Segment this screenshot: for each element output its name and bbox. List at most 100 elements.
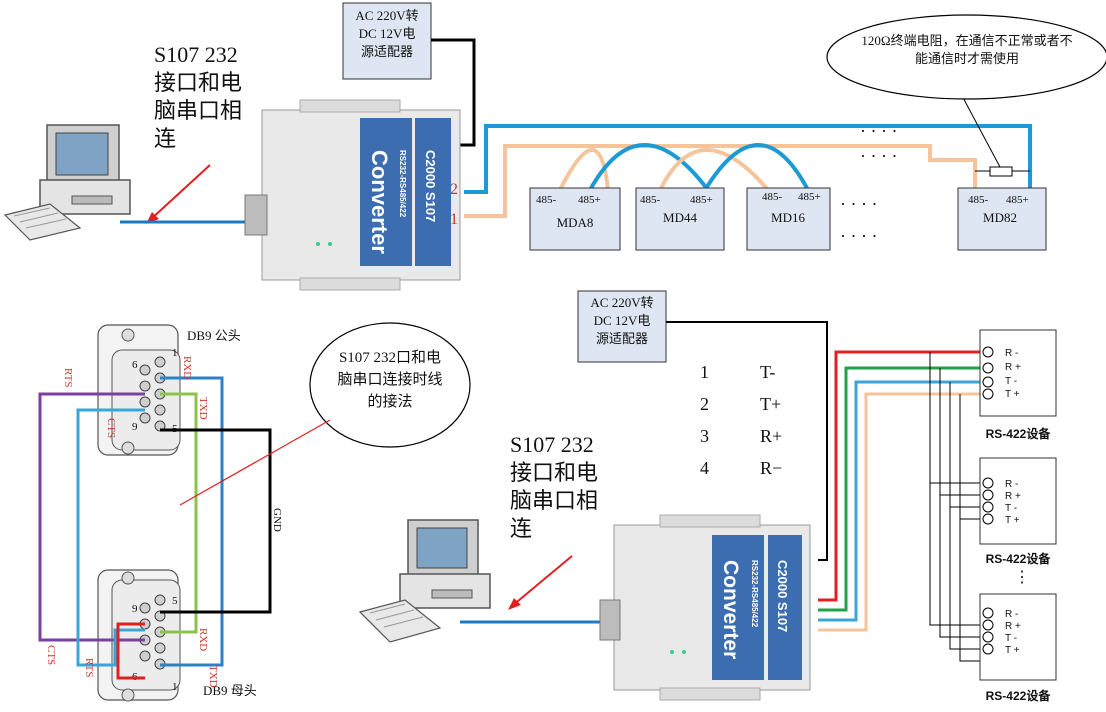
bottom-pc-label-1: S107 232 [510,432,594,457]
svg-text:R +: R + [1005,491,1021,502]
device-md44-name: MD44 [663,210,697,225]
svg-text:R -: R - [1005,609,1018,620]
svg-text:· · · ·: · · · · [840,194,877,214]
top-converter-name: Converter [367,150,392,254]
db9-rts-label: RTS [62,368,74,388]
top-pc-label-2: 接口和电 [154,70,242,95]
top-bus-wires [464,124,1032,218]
svg-text:T +: T + [1005,515,1020,526]
db9-female-pin5: 5 [172,595,178,607]
svg-text:· · · ·: · · · · [840,226,877,246]
top-power-adapter: AC 220V转 DC 12V电 源适配器 [342,2,432,80]
terminator-resistor [989,166,1013,177]
db9-note-2: 脑串口连接时线 [337,371,442,388]
db9-txd-label-female: TXD [207,665,219,688]
rs422-device-3: R - R + T - T + [979,593,1057,681]
db9-male-pin6: 6 [132,359,138,371]
svg-text:R -: R - [1005,348,1018,359]
rs422-device-1: R - R + T - T + [979,329,1057,417]
device-md82-t2: 485+ [1006,194,1029,206]
bottom-computer-icon [358,519,491,643]
bottom-pc-label-2: 接口和电 [510,460,598,485]
bottom-adapter-line-2: DC 12V电 [594,313,651,328]
rs422-device-3-label: RS-422设备 [986,688,1052,703]
db9-note-3: 的接法 [367,393,412,410]
terminator-note [826,14,1106,100]
device-md16-name: MD16 [771,210,805,225]
bottom-converter-sub: RS232-RS485/422 [750,560,759,628]
svg-text:T -: T - [1005,633,1017,644]
db9-rts-label-female: RTS [83,658,95,678]
device-md82-name: MD82 [983,210,1017,225]
device-md16: 485- 485+ MD16 [746,187,831,251]
top-converter-sub: RS232-RS485/422 [398,150,407,218]
top-pc-label-4: 连 [154,126,176,151]
svg-text:· · · ·: · · · · [860,146,897,166]
svg-text:R -: R - [1005,479,1018,490]
top-red-arrow [149,164,211,221]
device-md44: 485- 485+ MD44 [635,187,725,251]
svg-text:· · · ·: · · · · [860,121,897,141]
pin-map-num-1: 1 [700,362,709,382]
bottom-converter-name: Converter [719,560,742,659]
db9-female-connector [97,569,181,702]
terminator-note-2: 能通信时才需使用 [915,51,1019,66]
rs422-device-2: R - R + T - T + [979,457,1057,545]
device-md82-t1: 485- [968,194,989,206]
rs422-ellipsis: ⋮ [1014,569,1030,586]
top-power-cable [431,38,476,147]
db9-note-1: S107 232口和电 [339,349,441,366]
pin-map-num-2: 2 [700,394,709,414]
device-md44-t2: 485+ [690,194,713,206]
db9-female-pin9: 9 [132,603,138,615]
bottom-pc-label-3: 脑串口相 [510,488,598,513]
pin-map-sig-2: T+ [760,394,781,414]
bottom-adapter-line-3: 源适配器 [596,331,648,346]
pin-map-sig-4: R− [760,458,782,478]
db9-male-connector [97,324,181,456]
device-md16-t1: 485- [762,191,783,203]
device-mda8: 485- 485+ MDA8 [529,187,621,251]
top-port-2: 2 [450,181,458,198]
bottom-power-cable [666,321,828,561]
terminator-note-1: 120Ω终端电阻，在通信不正常或者不 [861,33,1072,48]
bottom-converter-model: C2000 S107 [775,560,790,632]
db9-note [309,322,471,448]
db9-gnd-label: GND [271,508,283,532]
db9-txd-label: TXD [197,397,209,420]
db9-rxd-label: RXD [181,356,193,379]
device-mda8-name: MDA8 [557,215,594,230]
bottom-pc-label-4: 连 [510,516,532,541]
db9-female-pin1: 1 [172,681,178,693]
svg-text:T +: T + [1005,645,1020,656]
bottom-red-arrowhead [508,598,521,610]
device-md16-t2: 485+ [798,191,821,203]
db9-cts-label-female: CTS [45,645,57,665]
pin-map-sig-1: T- [760,362,775,382]
db9-female-title: DB9 母头 [203,683,257,698]
bottom-adapter-line-1: AC 220V转 [590,295,653,310]
rs422-branch-wires [929,352,985,662]
rs422-device-2-label: RS-422设备 [986,551,1052,566]
bottom-pin-map: 1 T- 2 T+ 3 R+ 4 R− [700,362,782,478]
db9-male-title: DB9 公头 [187,328,241,343]
bottom-converter: Converter RS232-RS485/422 C2000 S107 [599,514,811,701]
top-pc-label-1: S107 232 [154,42,238,67]
bottom-red-arrow [511,555,573,607]
device-mda8-t1: 485- [536,194,557,206]
device-md82: 485- 485+ MD82 [957,187,1047,251]
rs422-bus-wires [818,350,985,632]
pin-map-num-4: 4 [700,458,709,478]
top-port-1: 1 [450,211,458,228]
pin-map-num-3: 3 [700,426,709,446]
top-converter: Converter RS232-RS485/422 C2000 S107 [244,99,461,291]
db9-rxd-label-female: RXD [197,628,209,651]
rs422-device-1-label: RS-422设备 [986,426,1052,441]
svg-text:T -: T - [1005,376,1017,387]
bottom-power-adapter: AC 220V转 DC 12V电 源适配器 [577,290,667,363]
svg-text:T -: T - [1005,503,1017,514]
db9-wires [38,376,272,680]
db9-male-pin1: 1 [172,347,178,359]
svg-text:R +: R + [1005,621,1021,632]
